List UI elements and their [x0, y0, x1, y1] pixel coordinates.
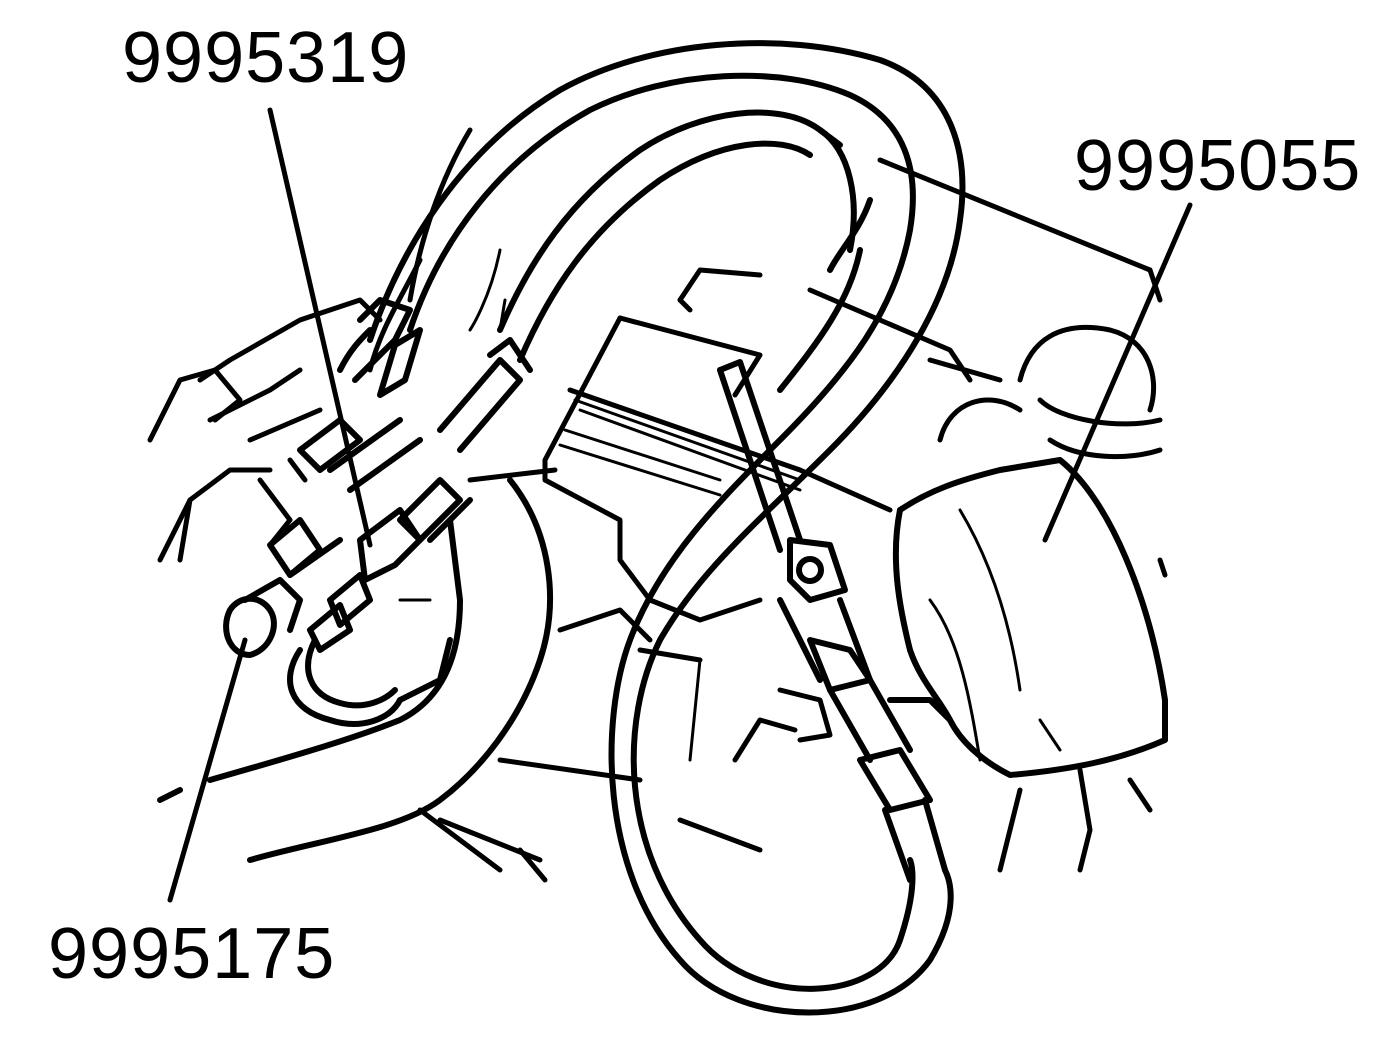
leader-line-b — [1042, 202, 1193, 543]
leader-line-c — [167, 637, 248, 903]
adapter-fittings — [223, 297, 533, 727]
callout-label-b: 9995055 — [1074, 126, 1362, 206]
leader-line-a — [267, 107, 373, 548]
callout-label-c: 9995175 — [48, 914, 336, 994]
callout-label-a: 9995319 — [122, 18, 410, 98]
pump-housing — [892, 457, 1168, 778]
leader-lines — [167, 107, 1193, 903]
looping-hose — [367, 40, 966, 1016]
radiator-hose — [157, 477, 553, 863]
engine-body — [147, 127, 1168, 883]
test-line — [717, 359, 953, 883]
